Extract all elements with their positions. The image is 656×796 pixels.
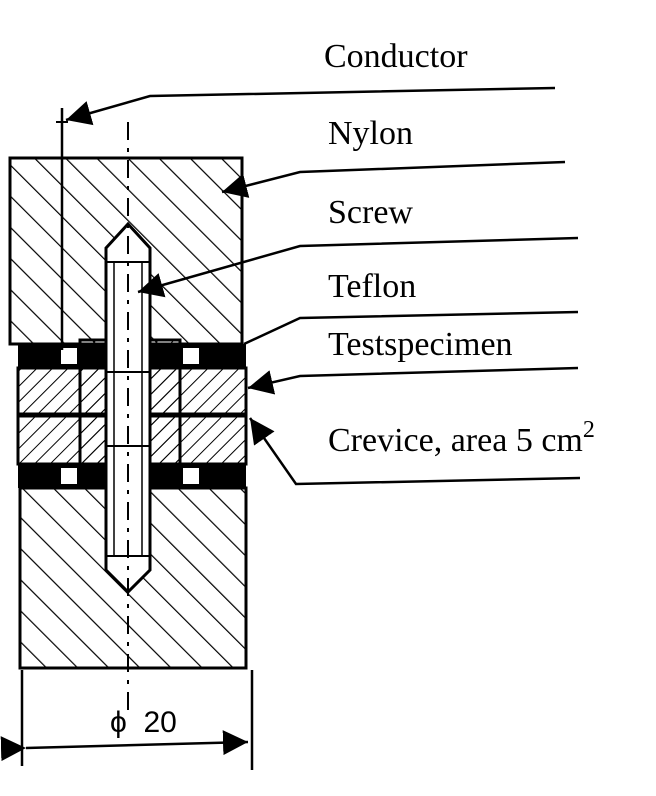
diameter-symbol: ϕ	[110, 706, 127, 739]
label-crevice: Crevice, area 5 cm2	[328, 418, 595, 459]
leader-screw	[137, 236, 579, 298]
diameter-value: 20	[143, 706, 177, 739]
leader-nylon	[221, 160, 566, 198]
label-nylon: Nylon	[328, 115, 413, 152]
leader-teflon	[243, 310, 579, 346]
dimension-diameter-label: ϕ 20	[110, 708, 177, 738]
label-crevice-text: Crevice, area 5 cm	[328, 422, 583, 459]
label-teflon: Teflon	[328, 268, 417, 305]
leader-test-specimen	[247, 366, 579, 395]
leader-crevice	[248, 417, 581, 486]
label-crevice-exponent: 2	[582, 417, 595, 443]
screw	[104, 221, 152, 595]
diameter-dimension	[0, 670, 254, 770]
leader-conductor	[65, 86, 556, 126]
label-screw: Screw	[328, 194, 413, 231]
label-conductor: Conductor	[324, 38, 468, 75]
label-test-specimen: Testspecimen	[328, 326, 513, 363]
